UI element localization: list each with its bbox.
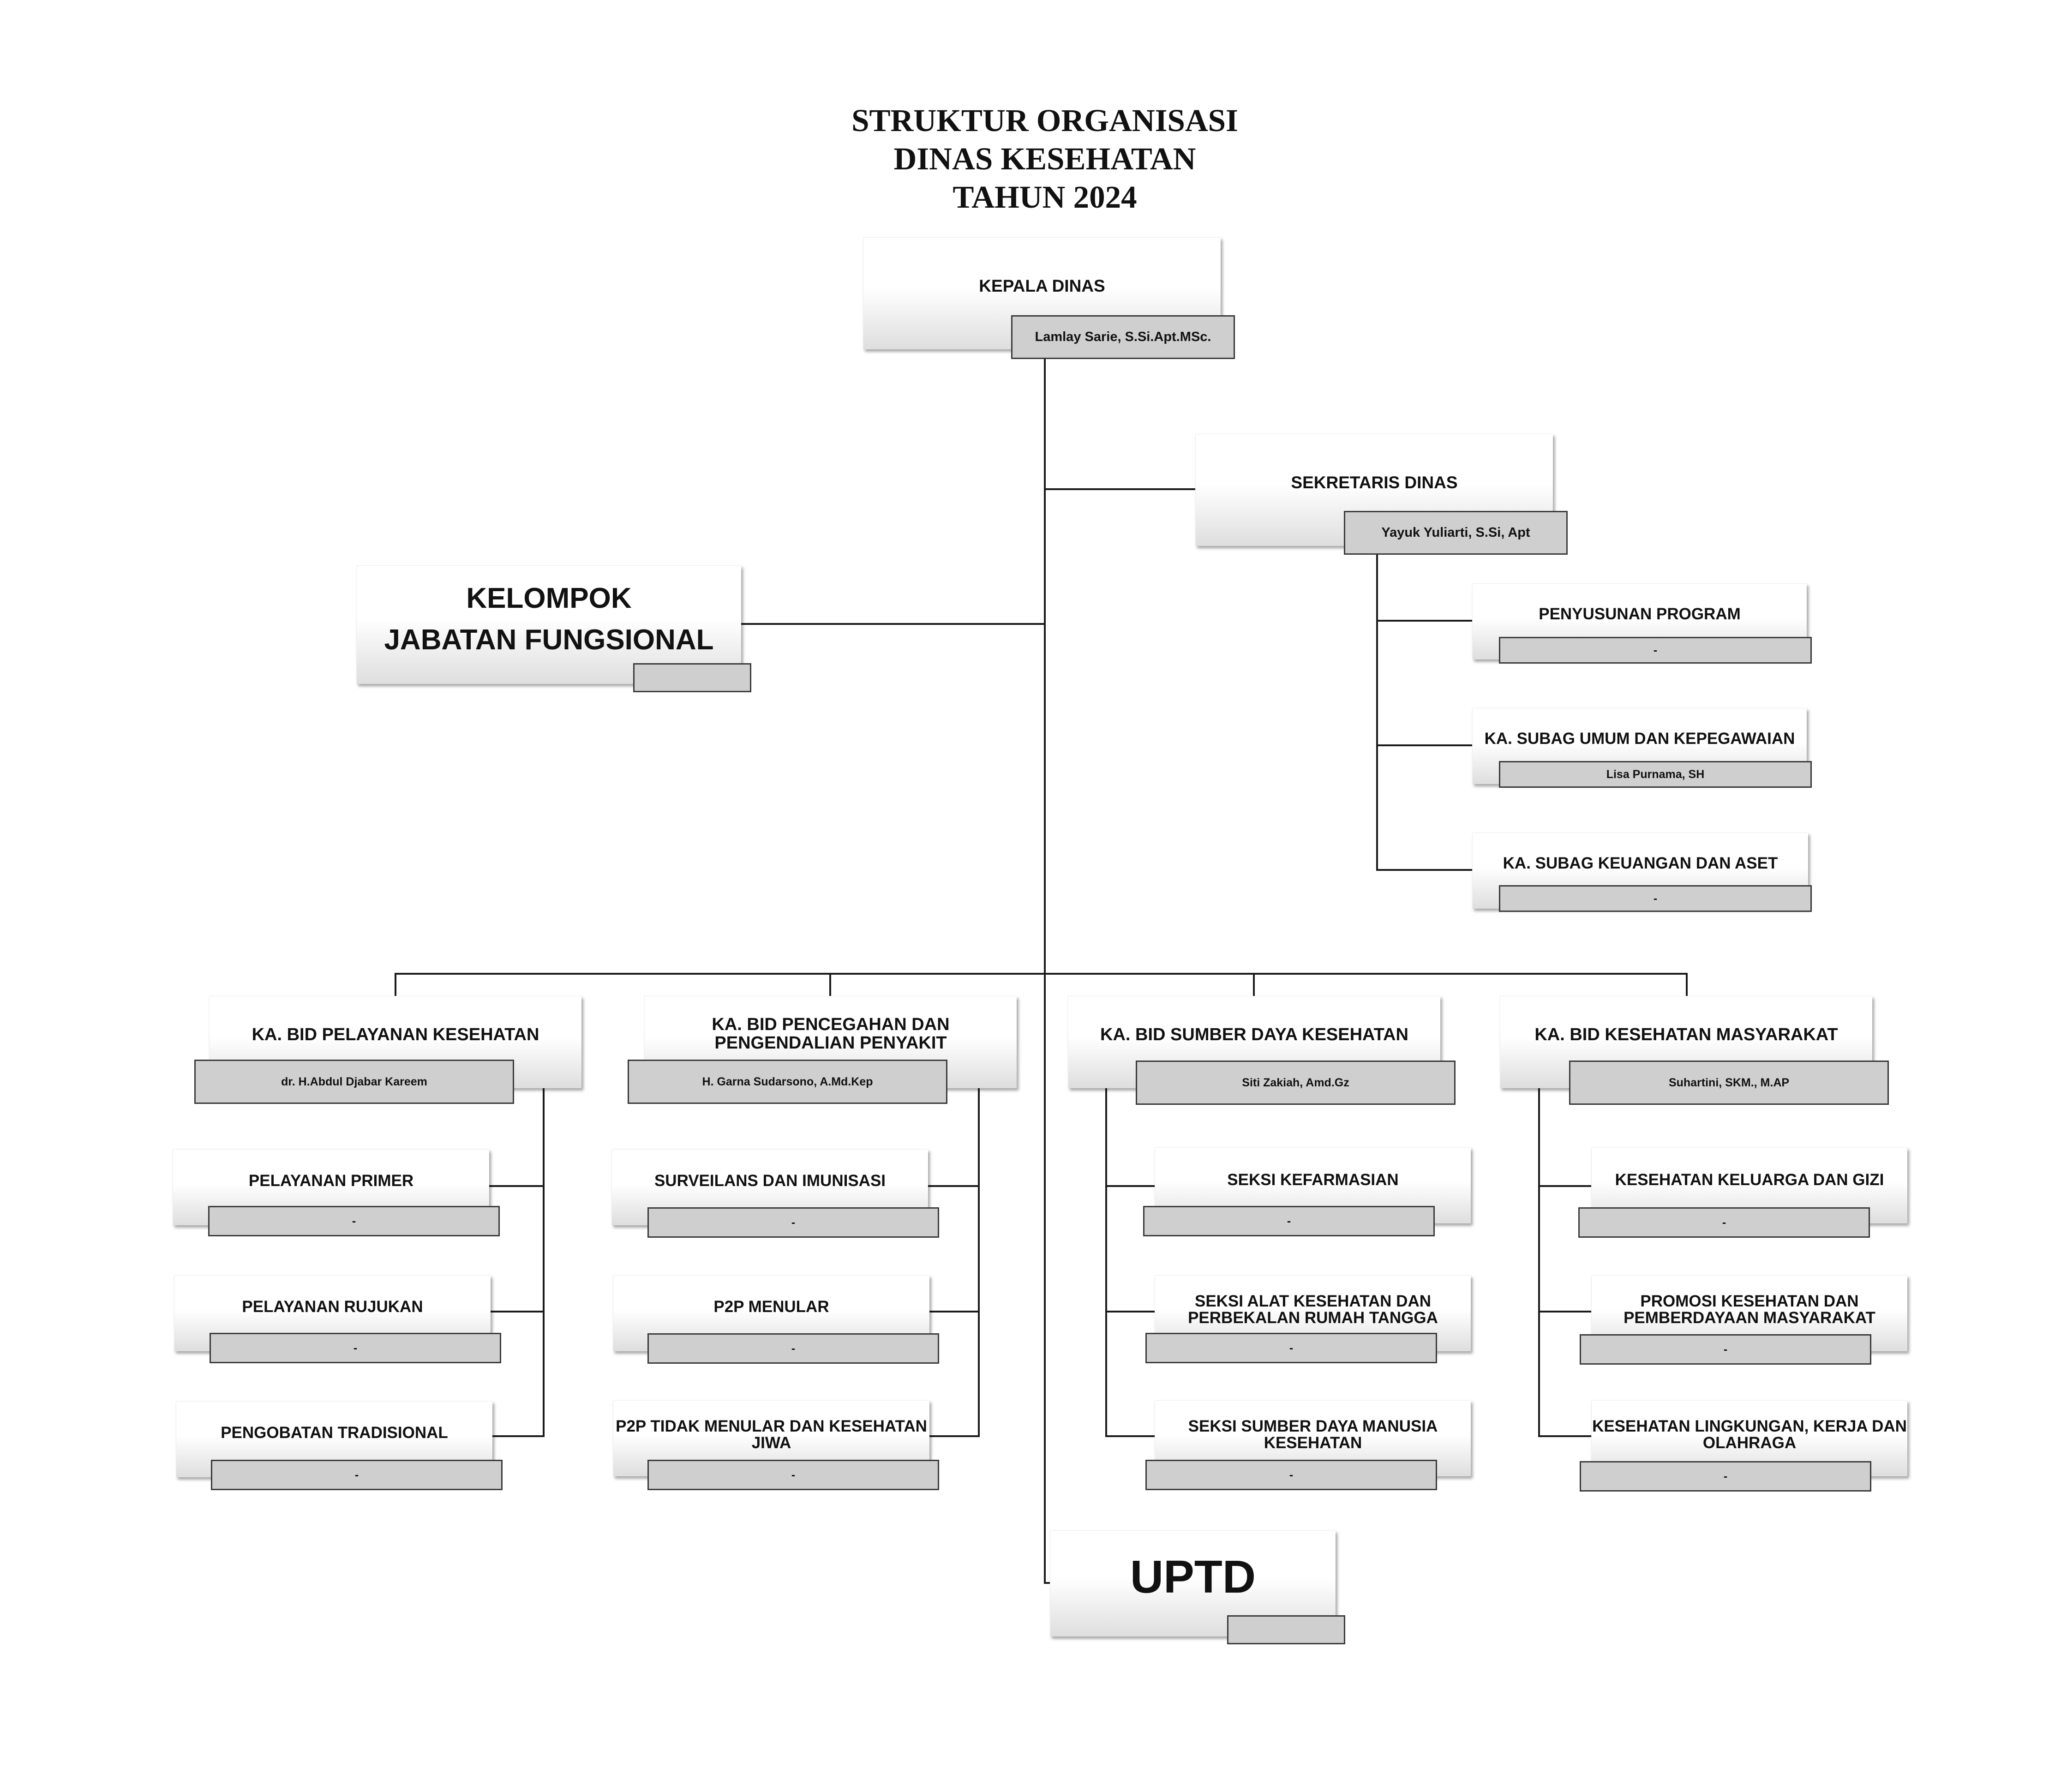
subag-umum-title: KA. SUBAG UMUM DAN KEPEGAWAIAN — [1484, 730, 1795, 748]
b3-seksi-3-title-line-1: SEKSI SUMBER DAYA MANUSIA — [1188, 1417, 1438, 1435]
b3-seksi-3-title-line-2: KESEHATAN — [1264, 1434, 1362, 1452]
b2-seksi-3-title-line-2: JIWA — [751, 1434, 791, 1452]
b3-seksi-2-title-line-2: PERBEKALAN RUMAH TANGGA — [1188, 1309, 1438, 1327]
b4-seksi-1-name: - — [1578, 1207, 1870, 1238]
kelompok-name — [633, 663, 751, 692]
sekretaris-dinas-title: SEKRETARIS DINAS — [1291, 473, 1458, 492]
b4-seksi-2-title-line-1: PROMOSI KESEHATAN DAN — [1640, 1292, 1859, 1310]
b1-seksi-2-title: PELAYANAN RUJUKAN — [242, 1298, 423, 1316]
b3-seksi-2-title-line-1: SEKSI ALAT KESEHATAN DAN — [1194, 1292, 1432, 1310]
b2-seksi-2-name: - — [647, 1333, 939, 1364]
bidang-2-name: H. Garna Sudarsono, A.Md.Kep — [628, 1060, 947, 1104]
b1-seksi-3-name: - — [211, 1460, 503, 1490]
bidang-1-title-line-1: KA. BID PELAYANAN KESEHATAN — [252, 1025, 539, 1044]
chart-title-line-3: TAHUN 2024 — [953, 180, 1137, 215]
b2-seksi-3-title-line-1: P2P TIDAK MENULAR DAN KESEHATAN — [616, 1417, 927, 1435]
b1-seksi-1-name: - — [208, 1206, 500, 1236]
b3-seksi-3-name: - — [1145, 1460, 1437, 1490]
b3-seksi-1-name: - — [1143, 1206, 1435, 1236]
subag-umum-name: Lisa Purnama, SH — [1499, 761, 1812, 788]
bidang-3-name: Siti Zakiah, Amd.Gz — [1136, 1061, 1456, 1105]
b4-seksi-3-title-line-1: KESEHATAN LINGKUNGAN, KERJA DAN — [1592, 1417, 1907, 1435]
uptd-title: UPTD — [1130, 1551, 1256, 1603]
sekretaris-dinas-name: Yayuk Yuliarti, S.Si, Apt — [1344, 511, 1568, 555]
b2-seksi-3-name: - — [647, 1460, 939, 1490]
chart-title-line-1: STRUKTUR ORGANISASI — [851, 103, 1238, 138]
penyusunan-program-title: PENYUSUNAN PROGRAM — [1539, 605, 1741, 623]
bidang-2-title-line-2: PENGENDALIAN PENYAKIT — [714, 1033, 947, 1053]
node-seksi-alat-kesehatan: SEKSI ALAT KESEHATAN DAN PERBEKALAN RUMA… — [1155, 1275, 1471, 1351]
b1-seksi-2-name: - — [210, 1333, 501, 1363]
b4-seksi-2-name: - — [1580, 1334, 1871, 1365]
b1-seksi-1-title: PELAYANAN PRIMER — [248, 1172, 414, 1190]
bidang-3-title-line-1: KA. BID SUMBER DAYA KESEHATAN — [1100, 1025, 1408, 1044]
kepala-dinas-title: KEPALA DINAS — [979, 276, 1105, 295]
uptd-name — [1227, 1615, 1345, 1644]
b4-seksi-2-title-line-2: PEMBERDAYAAN MASYARAKAT — [1624, 1309, 1875, 1327]
b3-seksi-1-title: SEKSI KEFARMASIAN — [1227, 1171, 1399, 1189]
kepala-dinas-name: Lamlay Sarie, S.Si.Apt.MSc. — [1011, 315, 1235, 359]
subag-keuangan-title: KA. SUBAG KEUANGAN DAN ASET — [1503, 854, 1778, 872]
b2-seksi-1-title: SURVEILANS DAN IMUNISASI — [654, 1172, 886, 1190]
kelompok-title-line-1: KELOMPOK — [466, 582, 632, 614]
subag-keuangan-name: - — [1499, 885, 1812, 912]
b2-seksi-1-name: - — [647, 1207, 939, 1238]
b2-seksi-2-title: P2P MENULAR — [713, 1298, 829, 1316]
chart-title-line-2: DINAS KESEHATAN — [893, 141, 1196, 176]
bidang-4-title-line-1: KA. BID KESEHATAN MASYARAKAT — [1534, 1025, 1838, 1044]
penyusunan-program-name: - — [1499, 637, 1812, 664]
b3-seksi-2-name: - — [1145, 1333, 1437, 1363]
bidang-4-name: Suhartini, SKM., M.AP — [1569, 1061, 1889, 1105]
b4-seksi-1-title: KESEHATAN KELUARGA DAN GIZI — [1615, 1171, 1884, 1189]
bidang-2-title-line-1: KA. BID PENCEGAHAN DAN — [712, 1015, 950, 1034]
b1-seksi-3-title: PENGOBATAN TRADISIONAL — [221, 1424, 448, 1442]
bidang-1-name: dr. H.Abdul Djabar Kareem — [194, 1060, 514, 1104]
kelompok-title-line-2: JABATAN FUNGSIONAL — [384, 624, 714, 656]
b4-seksi-3-name: - — [1580, 1461, 1871, 1492]
b4-seksi-3-title-line-2: OLAHRAGA — [1702, 1434, 1797, 1452]
